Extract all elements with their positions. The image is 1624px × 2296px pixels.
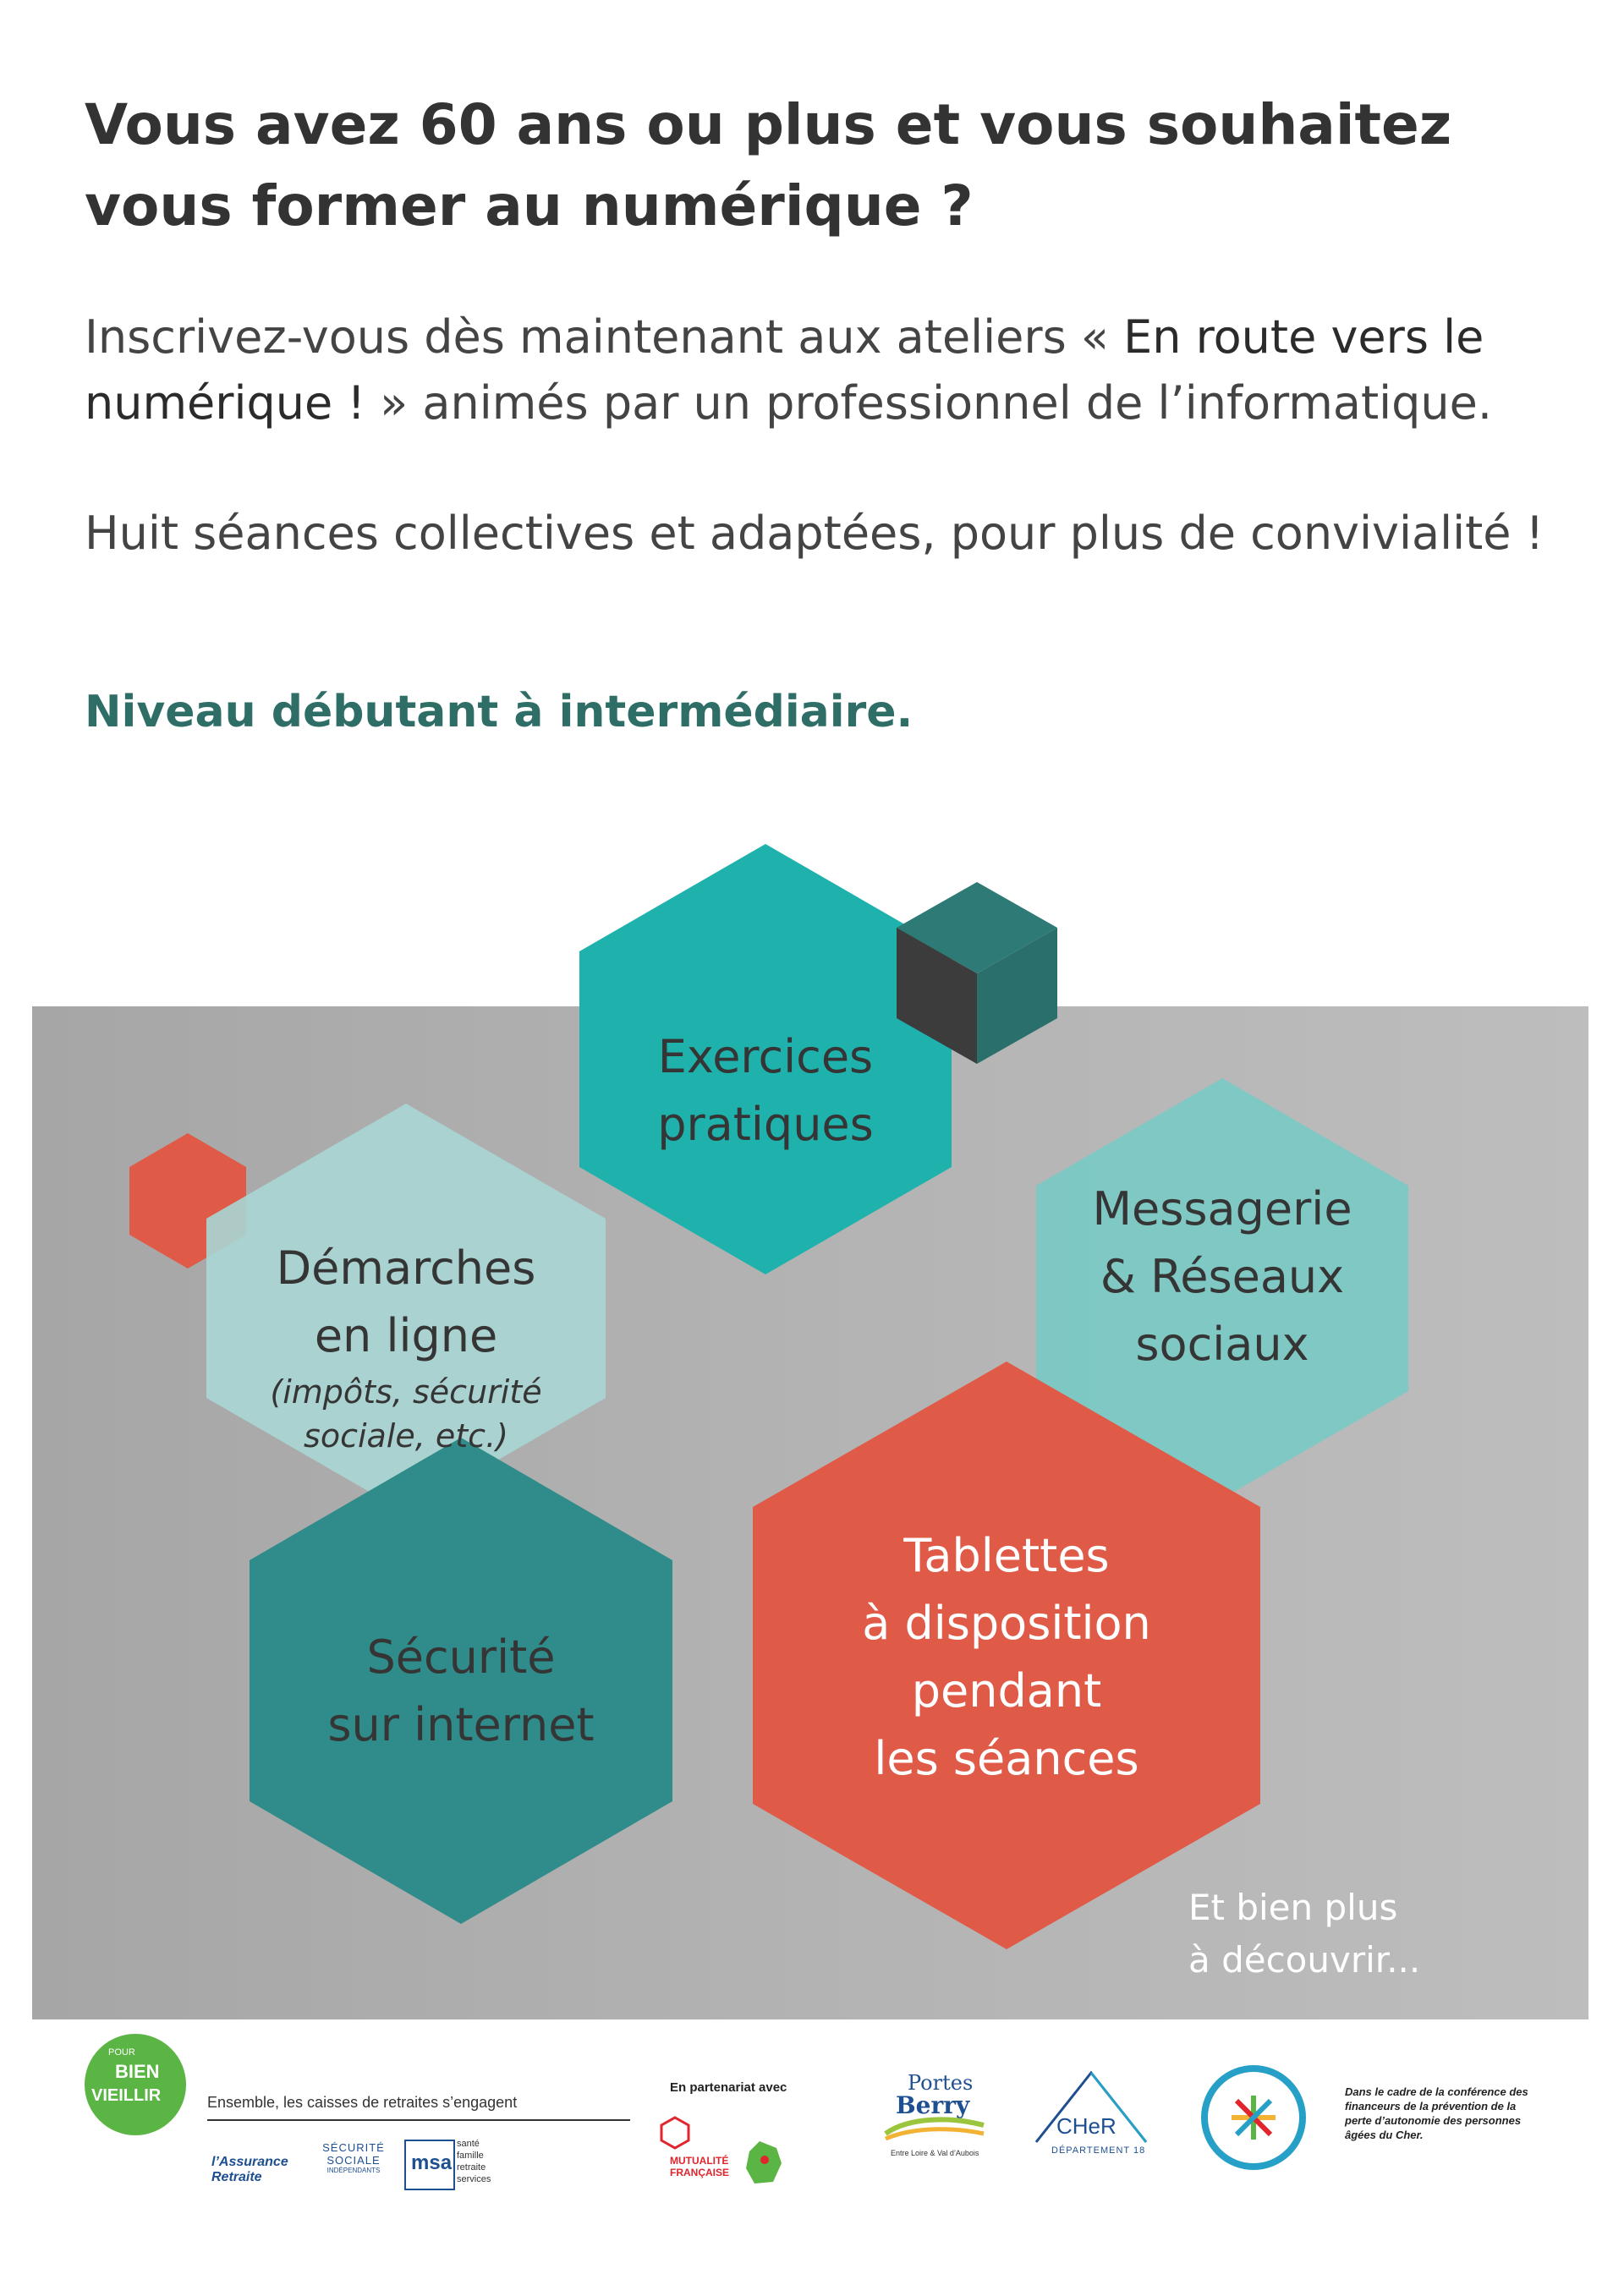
intro-paragraph: Inscrivez-vous dès maintenant aux atelie…	[85, 304, 1573, 436]
page-title: Vous avez 60 ans ou plus et vous souhait…	[85, 85, 1522, 247]
demarches-note-2: sociale, etc.)	[304, 1417, 508, 1455]
portes-berry-logo: Portes Berry Entre Loire & Val d’Aubois	[884, 2068, 994, 2161]
title-line-1: Vous avez 60 ans ou plus et vous souhait…	[85, 92, 1452, 157]
workshop-name: En route vers le numérique !	[85, 310, 1484, 430]
exercices-hexagon	[579, 844, 952, 1274]
more-text: Et bien plus à découvrir...	[1188, 1887, 1421, 1981]
sessions-text: Huit séances collectives et adaptées, po…	[85, 507, 1544, 560]
portes-berry-swoosh	[884, 2117, 985, 2141]
ssi-logo: SÉCURITÉ SOCIALE INDÉPENDANTS	[322, 2141, 385, 2174]
bien-vieillir-logo: POUR BIEN VIEILLIR	[85, 2034, 186, 2135]
tablettes-hexagon	[753, 1362, 1260, 1949]
messagerie-label: Messagerie & Réseaux sociaux	[1092, 1182, 1352, 1371]
assurance-retraite-logo: l’Assurance Retraite	[211, 2155, 288, 2184]
hexagon-graphic	[129, 844, 1408, 1949]
securite-label: Sécurité sur internet	[327, 1630, 595, 1751]
cube-left	[897, 928, 977, 1064]
france-map-icon	[746, 2141, 782, 2184]
conference-star-icon	[1232, 2096, 1276, 2140]
demarches-label: Démarches en ligne (impôts, sécurité soc…	[228, 1235, 584, 1458]
conference-note: Dans le cadre de la conférence des finan…	[1345, 2085, 1528, 2141]
mutualite-logo: MUTUALITÉ FRANÇAISE	[658, 2116, 793, 2192]
cube-right	[977, 928, 1057, 1064]
engagement-text: Ensemble, les caisses de retraites s’eng…	[207, 2094, 518, 2111]
demarches-hexagon	[206, 1104, 606, 1513]
demarches-note-1: (impôts, sécurité	[270, 1373, 542, 1411]
cher-roof-icon	[1034, 2070, 1148, 2143]
msa-logo: msa	[404, 2140, 455, 2190]
partnership-label: En partenariat avec	[670, 2080, 787, 2095]
exercices-label: Exercices pratiques	[657, 1030, 874, 1151]
conference-financeurs-logo	[1201, 2065, 1306, 2170]
tablettes-label: Tablettes à disposition pendant les séan…	[862, 1529, 1151, 1785]
intro-text-after: » animés par un professionnel de l’infor…	[365, 376, 1493, 430]
securite-hexagon	[250, 1438, 672, 1924]
engagement-divider	[207, 2119, 630, 2121]
title-line-2: vous former au numérique ?	[85, 173, 974, 238]
level-text: Niveau débutant à intermédiaire.	[85, 687, 914, 737]
messagerie-hexagon	[1036, 1078, 1408, 1499]
intro-text-before: Inscrivez-vous dès maintenant aux atelie…	[85, 310, 1124, 364]
cher-logo: CHeR DÉPARTEMENT 18	[1028, 2068, 1155, 2169]
mutualite-hex-icon	[660, 2116, 690, 2150]
msa-services: santé famille retraite services	[457, 2139, 491, 2184]
